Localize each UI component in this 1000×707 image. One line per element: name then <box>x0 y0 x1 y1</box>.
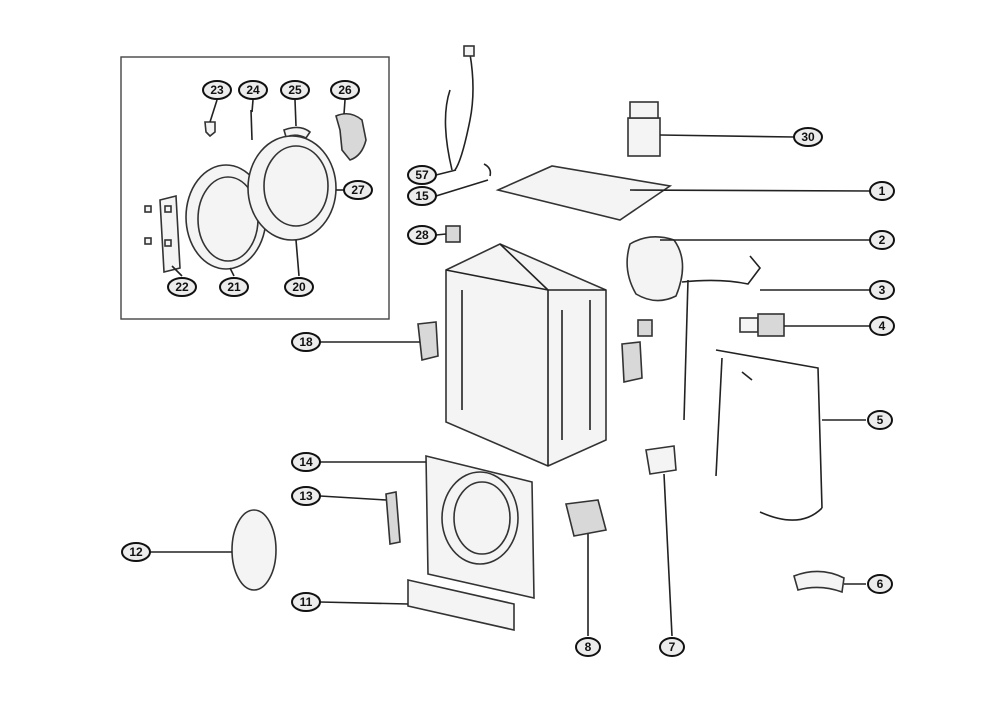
part-20-door-frame <box>247 135 337 241</box>
callout-3: 3 <box>869 280 895 300</box>
part-28-clip <box>445 225 461 243</box>
callout-8: 8 <box>575 637 601 657</box>
callout-57: 57 <box>407 165 437 185</box>
callout-20: 20 <box>284 277 314 297</box>
svg-text:3: 3 <box>879 283 886 297</box>
svg-text:14: 14 <box>299 455 313 469</box>
part-21-door-glass <box>185 164 267 270</box>
cabinet-frame <box>445 243 607 467</box>
part-23-hinge-pin <box>204 121 216 138</box>
callout-5: 5 <box>867 410 893 430</box>
svg-text:20: 20 <box>292 280 306 294</box>
svg-text:11: 11 <box>300 595 313 609</box>
callout-2: 2 <box>869 230 895 250</box>
callout-12: 12 <box>121 542 151 562</box>
leader-lines <box>150 99 871 637</box>
callout-23: 23 <box>202 80 232 100</box>
callout-6: 6 <box>867 574 893 594</box>
svg-text:5: 5 <box>877 413 884 427</box>
right-side-clips <box>621 319 653 383</box>
svg-text:26: 26 <box>338 83 352 97</box>
part-24-rod <box>250 109 253 141</box>
callout-28: 28 <box>407 225 437 245</box>
svg-text:18: 18 <box>299 335 313 349</box>
callout-4: 4 <box>869 316 895 336</box>
svg-text:22: 22 <box>175 280 189 294</box>
part-1-top-cover <box>495 165 673 221</box>
svg-text:27: 27 <box>351 183 365 197</box>
svg-text:12: 12 <box>129 545 143 559</box>
svg-text:28: 28 <box>415 228 429 242</box>
part-4-valve <box>739 313 785 337</box>
part-5-drain-hose <box>715 349 823 521</box>
svg-text:8: 8 <box>585 640 592 654</box>
svg-text:4: 4 <box>879 319 886 333</box>
svg-text:1: 1 <box>879 184 886 198</box>
part-15-hose-clamp <box>483 163 492 177</box>
part-57-inlet-hose <box>444 45 475 171</box>
callout-15: 15 <box>407 186 437 206</box>
callout-21: 21 <box>219 277 249 297</box>
callout-1: 1 <box>869 181 895 201</box>
door-assembly-inset <box>120 56 390 320</box>
callout-7: 7 <box>659 637 685 657</box>
callout-18: 18 <box>291 332 321 352</box>
part-26-latch <box>335 112 367 161</box>
callout-22: 22 <box>167 277 197 297</box>
svg-text:24: 24 <box>246 83 260 97</box>
svg-text:30: 30 <box>801 130 815 144</box>
svg-text:13: 13 <box>299 489 313 503</box>
svg-text:7: 7 <box>669 640 676 654</box>
part-12-gasket-ring <box>231 509 277 591</box>
svg-text:25: 25 <box>288 83 302 97</box>
part-11-kickplate <box>407 578 515 632</box>
part-22-hinge <box>144 194 181 274</box>
svg-text:2: 2 <box>879 233 886 247</box>
callout-27: 27 <box>343 180 373 200</box>
part-18-side-clip <box>417 321 439 361</box>
callout-26: 26 <box>330 80 360 100</box>
part-8-door-lock <box>565 499 607 537</box>
part-14-front-panel <box>425 454 535 600</box>
svg-text:15: 15 <box>415 189 429 203</box>
part-30-capacitor <box>627 101 661 157</box>
callout-13: 13 <box>291 486 321 506</box>
part-7-pressure-switch <box>645 445 677 475</box>
svg-text:23: 23 <box>210 83 224 97</box>
callout-25: 25 <box>280 80 310 100</box>
callout-14: 14 <box>291 452 321 472</box>
part-6-clamp <box>793 570 845 594</box>
callout-30: 30 <box>793 127 823 147</box>
svg-text:6: 6 <box>877 577 884 591</box>
callout-24: 24 <box>238 80 268 100</box>
part-3-wire-harness <box>681 255 762 421</box>
callout-11: 11 <box>291 592 321 612</box>
part-2-gasket <box>626 236 684 302</box>
svg-text:21: 21 <box>227 280 241 294</box>
svg-text:57: 57 <box>415 168 429 182</box>
part-13-hinge-bracket <box>385 491 401 545</box>
